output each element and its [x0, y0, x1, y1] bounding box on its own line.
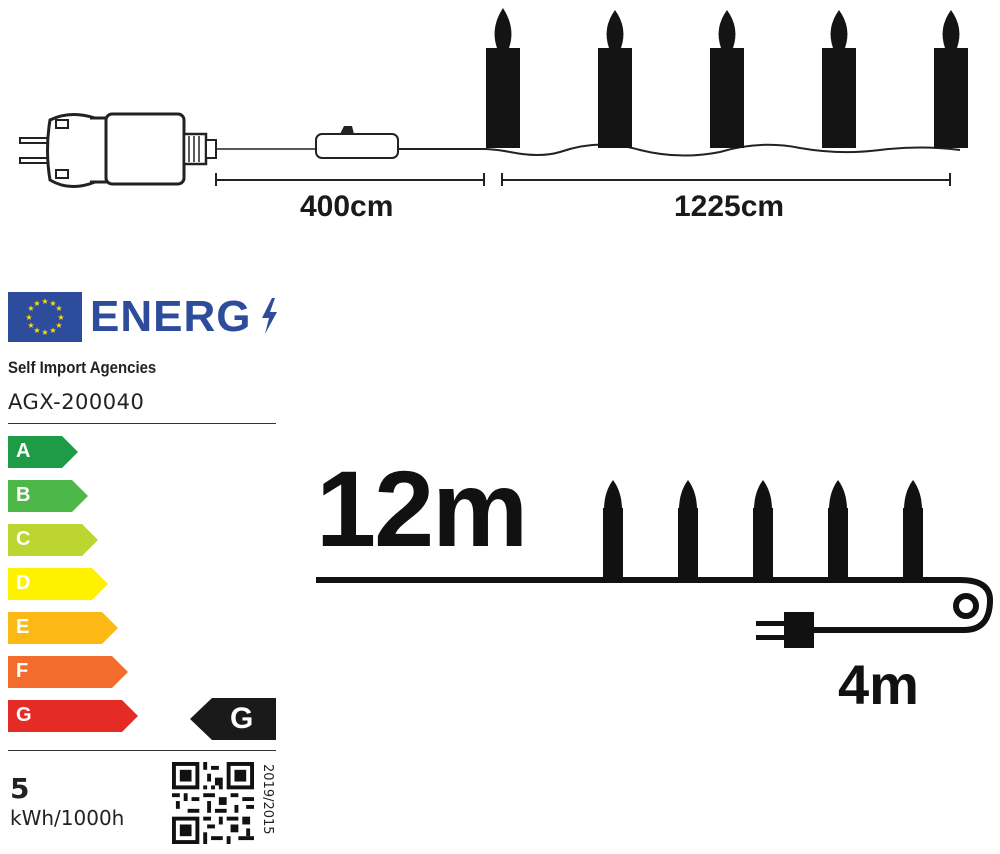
svg-text:★: ★	[49, 326, 56, 335]
class-bar-f: F	[8, 656, 128, 688]
class-letter: D	[16, 572, 31, 594]
svg-text:★: ★	[33, 326, 40, 335]
eu-flag-icon: ★ ★ ★ ★ ★ ★ ★ ★ ★ ★ ★ ★	[8, 292, 82, 342]
svg-text:★: ★	[33, 299, 40, 308]
svg-text:★: ★	[57, 313, 64, 322]
consumption-value: 5	[10, 772, 30, 805]
class-letter: A	[16, 440, 31, 462]
energy-rating-letter: G	[230, 702, 254, 735]
class-letter: G	[16, 704, 32, 726]
switch-icon	[315, 126, 399, 159]
dimension-label-lead: 400cm	[300, 190, 394, 223]
candle-icon	[822, 10, 856, 148]
candle-icon	[598, 10, 632, 148]
dimension-label-string: 1225cm	[674, 190, 785, 223]
class-bar-g: G	[8, 700, 138, 732]
plug-icon	[756, 612, 814, 648]
product-diagram	[19, 8, 968, 188]
energy-label-title: ENERG	[90, 292, 252, 341]
string-length-label: 12m	[316, 448, 528, 569]
lead-length-label: 4m	[838, 653, 919, 716]
lightning-icon	[262, 298, 277, 334]
divider	[8, 423, 276, 424]
dimension-bracket-left	[215, 173, 485, 186]
divider	[8, 750, 276, 751]
svg-text:★: ★	[25, 313, 32, 322]
model-number: AGX-200040	[8, 390, 145, 414]
class-bar-e: E	[8, 612, 118, 644]
class-bar-d: D	[8, 568, 108, 600]
svg-text:★: ★	[55, 321, 62, 330]
class-bar-c: C	[8, 524, 98, 556]
svg-text:★: ★	[49, 299, 56, 308]
svg-text:★: ★	[41, 297, 48, 306]
consumption-unit: kWh/1000h	[10, 806, 125, 830]
transformer-icon	[104, 112, 217, 186]
svg-text:★: ★	[41, 328, 48, 337]
class-letter: F	[16, 660, 29, 682]
supplier-name: Self Import Agencies	[8, 358, 157, 377]
svg-text:★: ★	[55, 304, 62, 313]
dimension-bracket-right	[501, 173, 951, 186]
regulation-number: 2019/2015	[260, 764, 275, 835]
energy-rating-arrow: G	[190, 698, 276, 740]
plug-icon	[19, 113, 110, 188]
class-letter: C	[16, 528, 31, 550]
svg-text:★: ★	[27, 304, 34, 313]
string-lights-icon	[316, 480, 994, 648]
candle-icon	[486, 8, 520, 148]
class-letter: B	[16, 484, 31, 506]
class-bar-a: A	[8, 436, 78, 468]
candle-icon	[934, 10, 968, 148]
class-letter: E	[16, 616, 30, 638]
qr-code-icon	[172, 762, 254, 844]
svg-text:★: ★	[27, 321, 34, 330]
class-bar-b: B	[8, 480, 88, 512]
candle-icon	[710, 10, 744, 148]
